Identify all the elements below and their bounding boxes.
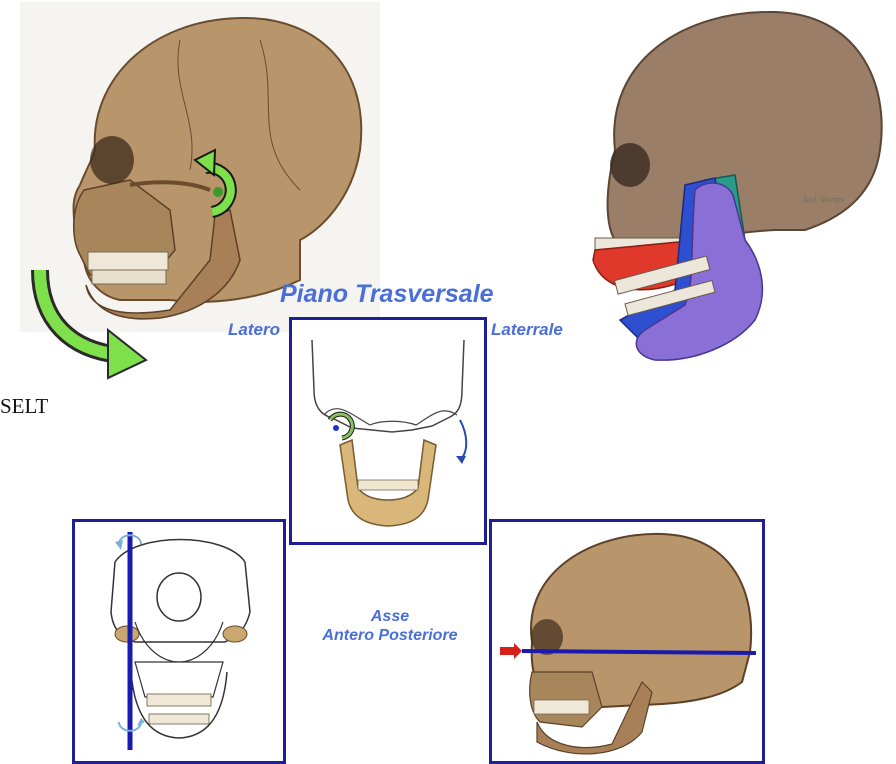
- panel-transverse-view: [289, 317, 487, 545]
- panel-frontal-view: [72, 519, 286, 764]
- label-asse-line1: Asse: [290, 607, 490, 626]
- panel-anteroposterior-view: [489, 519, 765, 764]
- svg-text:Sarl. Mumps: Sarl. Mumps: [803, 195, 844, 204]
- cut-off-text: SELT: [0, 394, 48, 419]
- diagram-title: Piano Trasversale: [280, 280, 494, 309]
- label-laterrale: Laterrale: [491, 320, 563, 340]
- label-asse: Asse Antero Posteriore: [290, 607, 490, 645]
- label-asse-line2: Antero Posteriore: [290, 626, 490, 645]
- label-latero: Latero: [228, 320, 280, 340]
- skull-lateral-colored-mandible: Sarl. Mumps: [575, 0, 896, 380]
